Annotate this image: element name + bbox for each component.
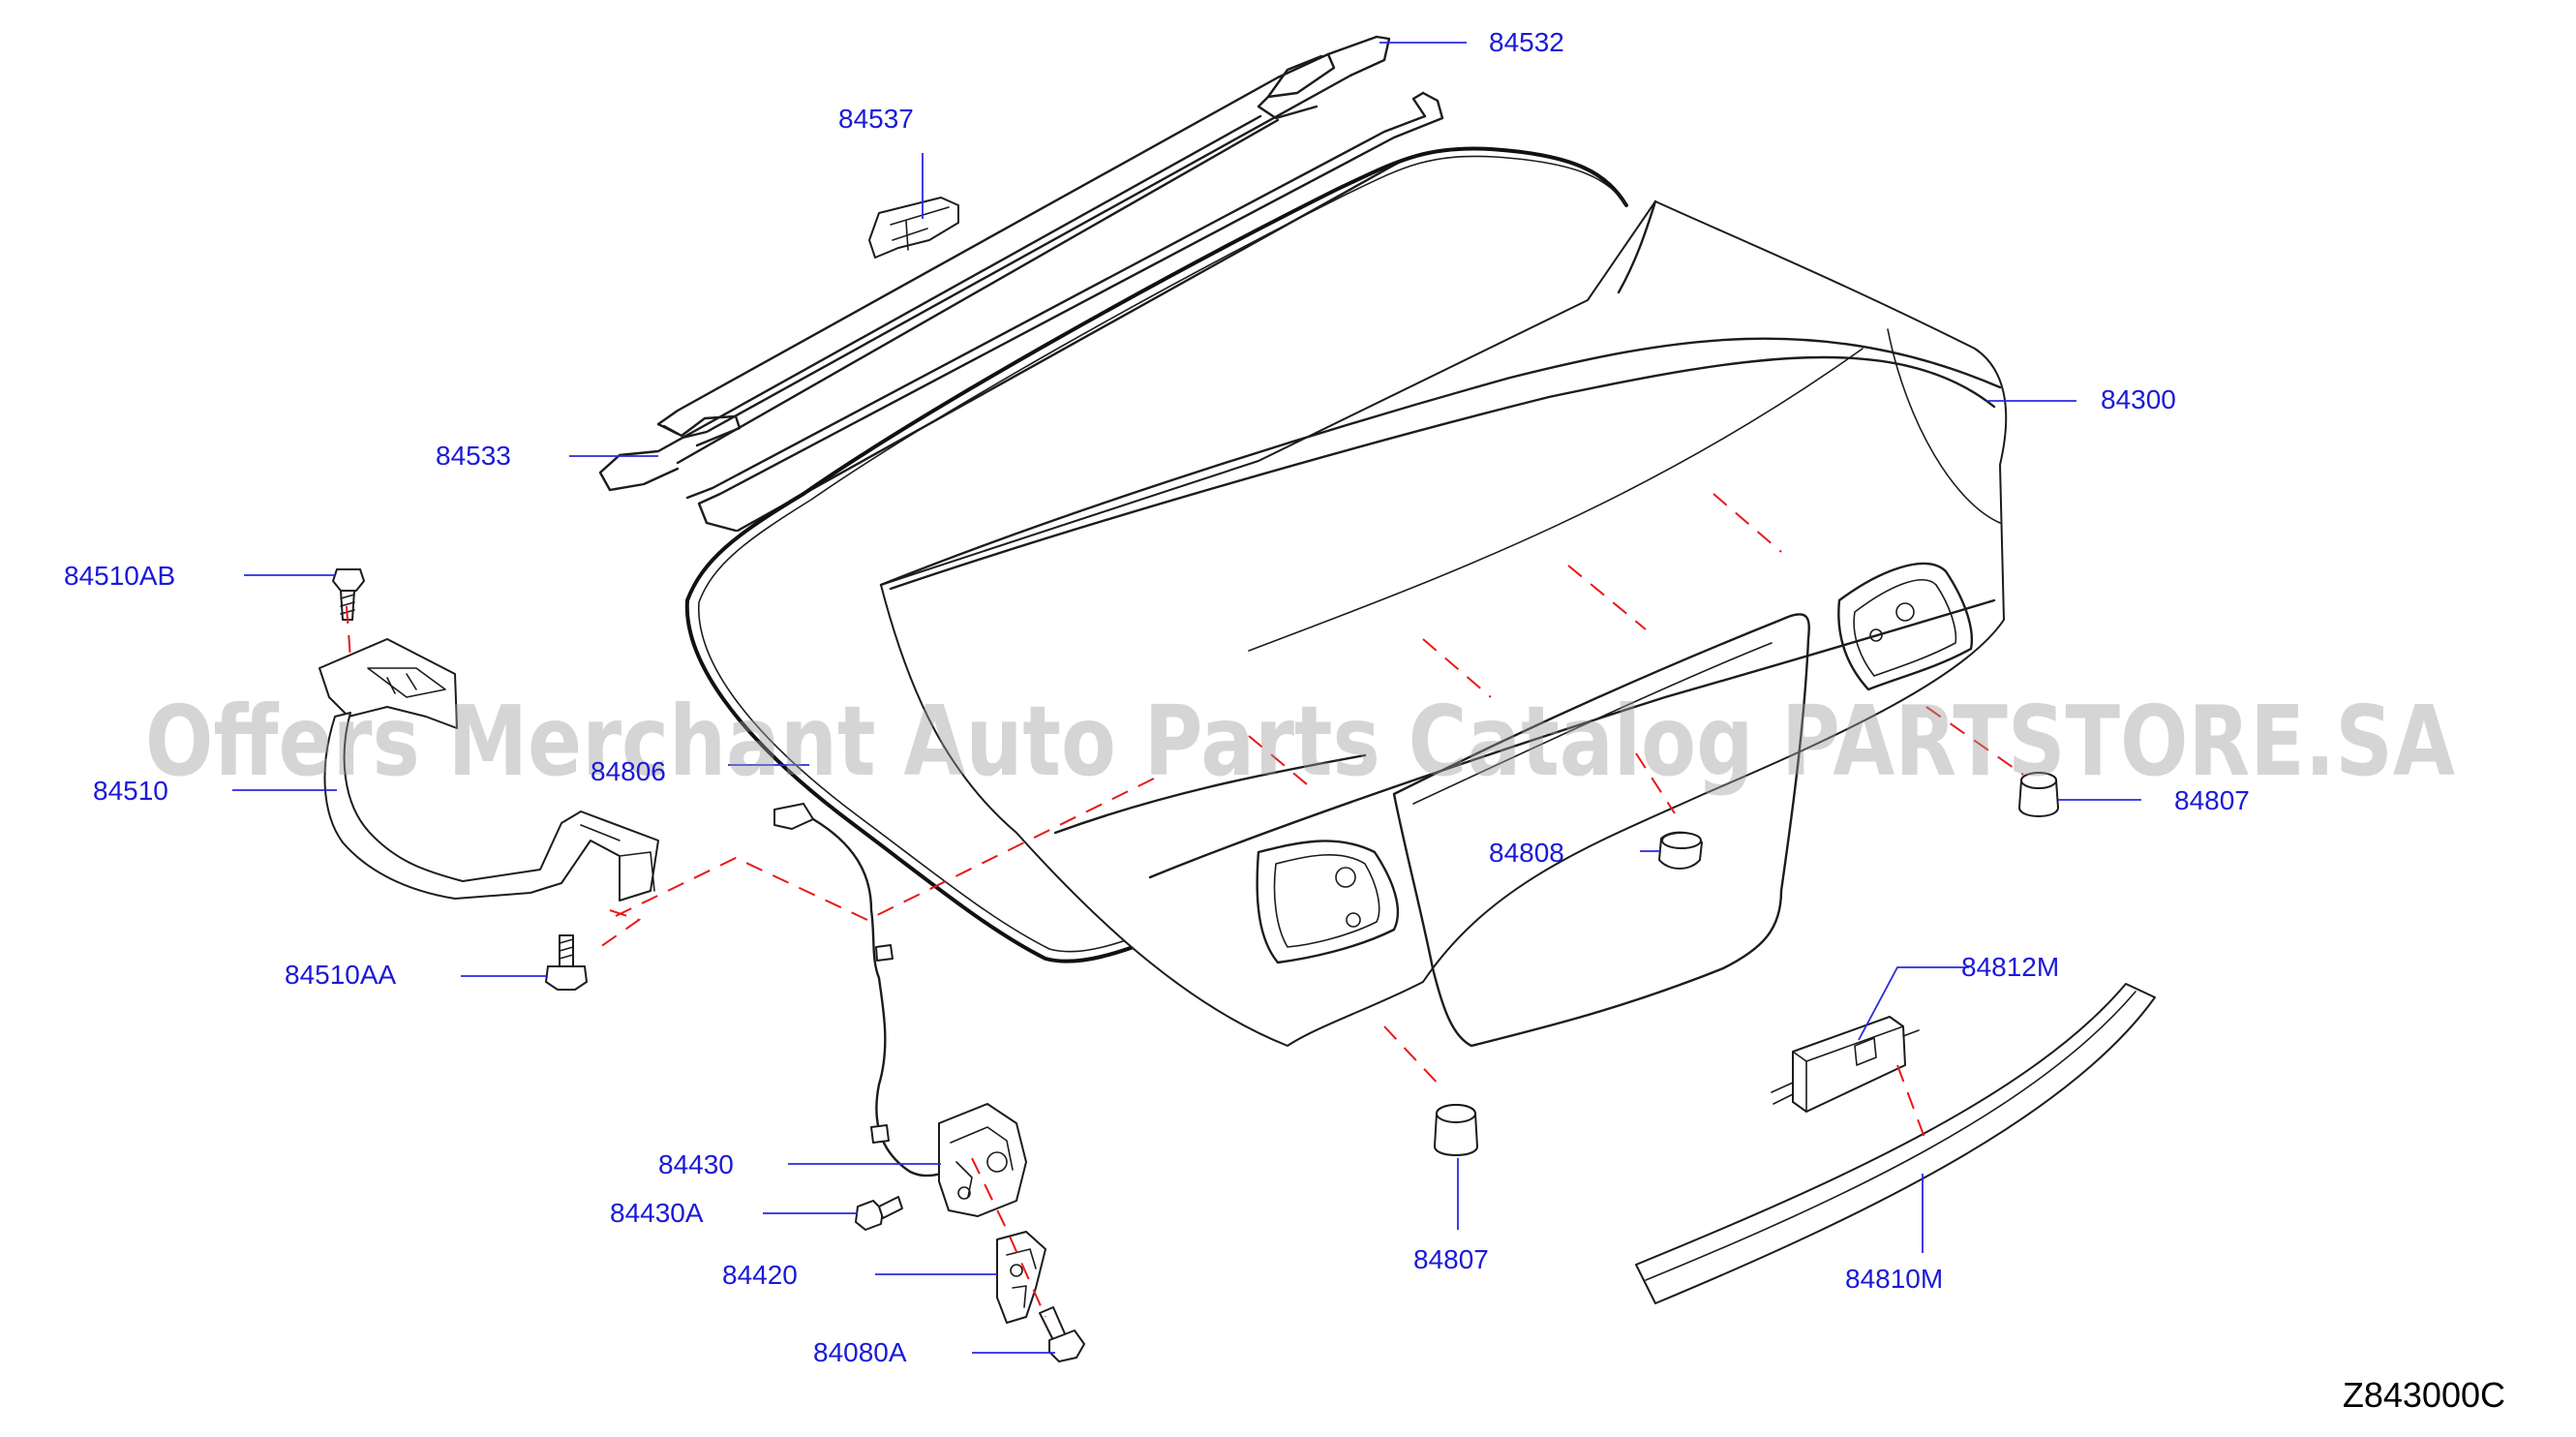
hinge-84510-drawing (318, 638, 659, 902)
watermark-text: Offers Merchant Auto Parts Catalog PARTS… (145, 685, 2455, 798)
bolt-84080A-drawing (1039, 1306, 1085, 1362)
diagram-code: Z843000C (2343, 1375, 2505, 1415)
bumper-84808-drawing (1658, 831, 1703, 870)
part-label-84808[interactable]: 84808 (1489, 838, 1564, 868)
part-label-84510AB[interactable]: 84510AB (64, 561, 175, 591)
part-label-84537[interactable]: 84537 (838, 104, 914, 134)
clip-84537-drawing (868, 197, 959, 259)
part-label-84806[interactable]: 84806 (591, 756, 666, 786)
part-label-84810M[interactable]: 84810M (1845, 1264, 1943, 1294)
bumper-84807-right-drawing (2018, 772, 2059, 817)
red-centerlines (346, 493, 2024, 1318)
bolt-84430A-drawing (855, 1196, 903, 1231)
part-label-84430[interactable]: 84430 (658, 1149, 734, 1179)
part-label-84430A[interactable]: 84430A (610, 1198, 704, 1228)
part-label-84420[interactable]: 84420 (722, 1260, 798, 1290)
part-label-84510AA[interactable]: 84510AA (285, 960, 397, 990)
bolt-84510AB-drawing (332, 568, 365, 621)
part-label-84532[interactable]: 84532 (1489, 27, 1564, 57)
lock-84430-drawing (773, 803, 1027, 1217)
part-label-84510[interactable]: 84510 (93, 776, 168, 806)
weatherstrip-84806-drawing (684, 146, 1628, 963)
striker-84420-drawing (996, 1231, 1046, 1324)
part-label-84080A[interactable]: 84080A (813, 1337, 907, 1367)
bolt-84510AA-drawing (545, 934, 588, 991)
trunk-switch-84812M-drawing (1771, 1016, 1920, 1113)
bumper-84807-lower-drawing (1434, 1104, 1478, 1156)
part-label-84807-lower[interactable]: 84807 (1413, 1244, 1489, 1274)
part-label-84807-right[interactable]: 84807 (2174, 785, 2250, 815)
part-label-84300[interactable]: 84300 (2101, 384, 2176, 414)
finisher-84810M-drawing (1635, 983, 2156, 1304)
part-label-84533[interactable]: 84533 (436, 441, 511, 471)
part-label-84812M[interactable]: 84812M (1961, 952, 2059, 982)
leader-lines (232, 42, 2141, 1354)
torsion-bar-84532-drawing (598, 35, 1391, 492)
trunk-lid-84300-drawing (879, 199, 2008, 1048)
